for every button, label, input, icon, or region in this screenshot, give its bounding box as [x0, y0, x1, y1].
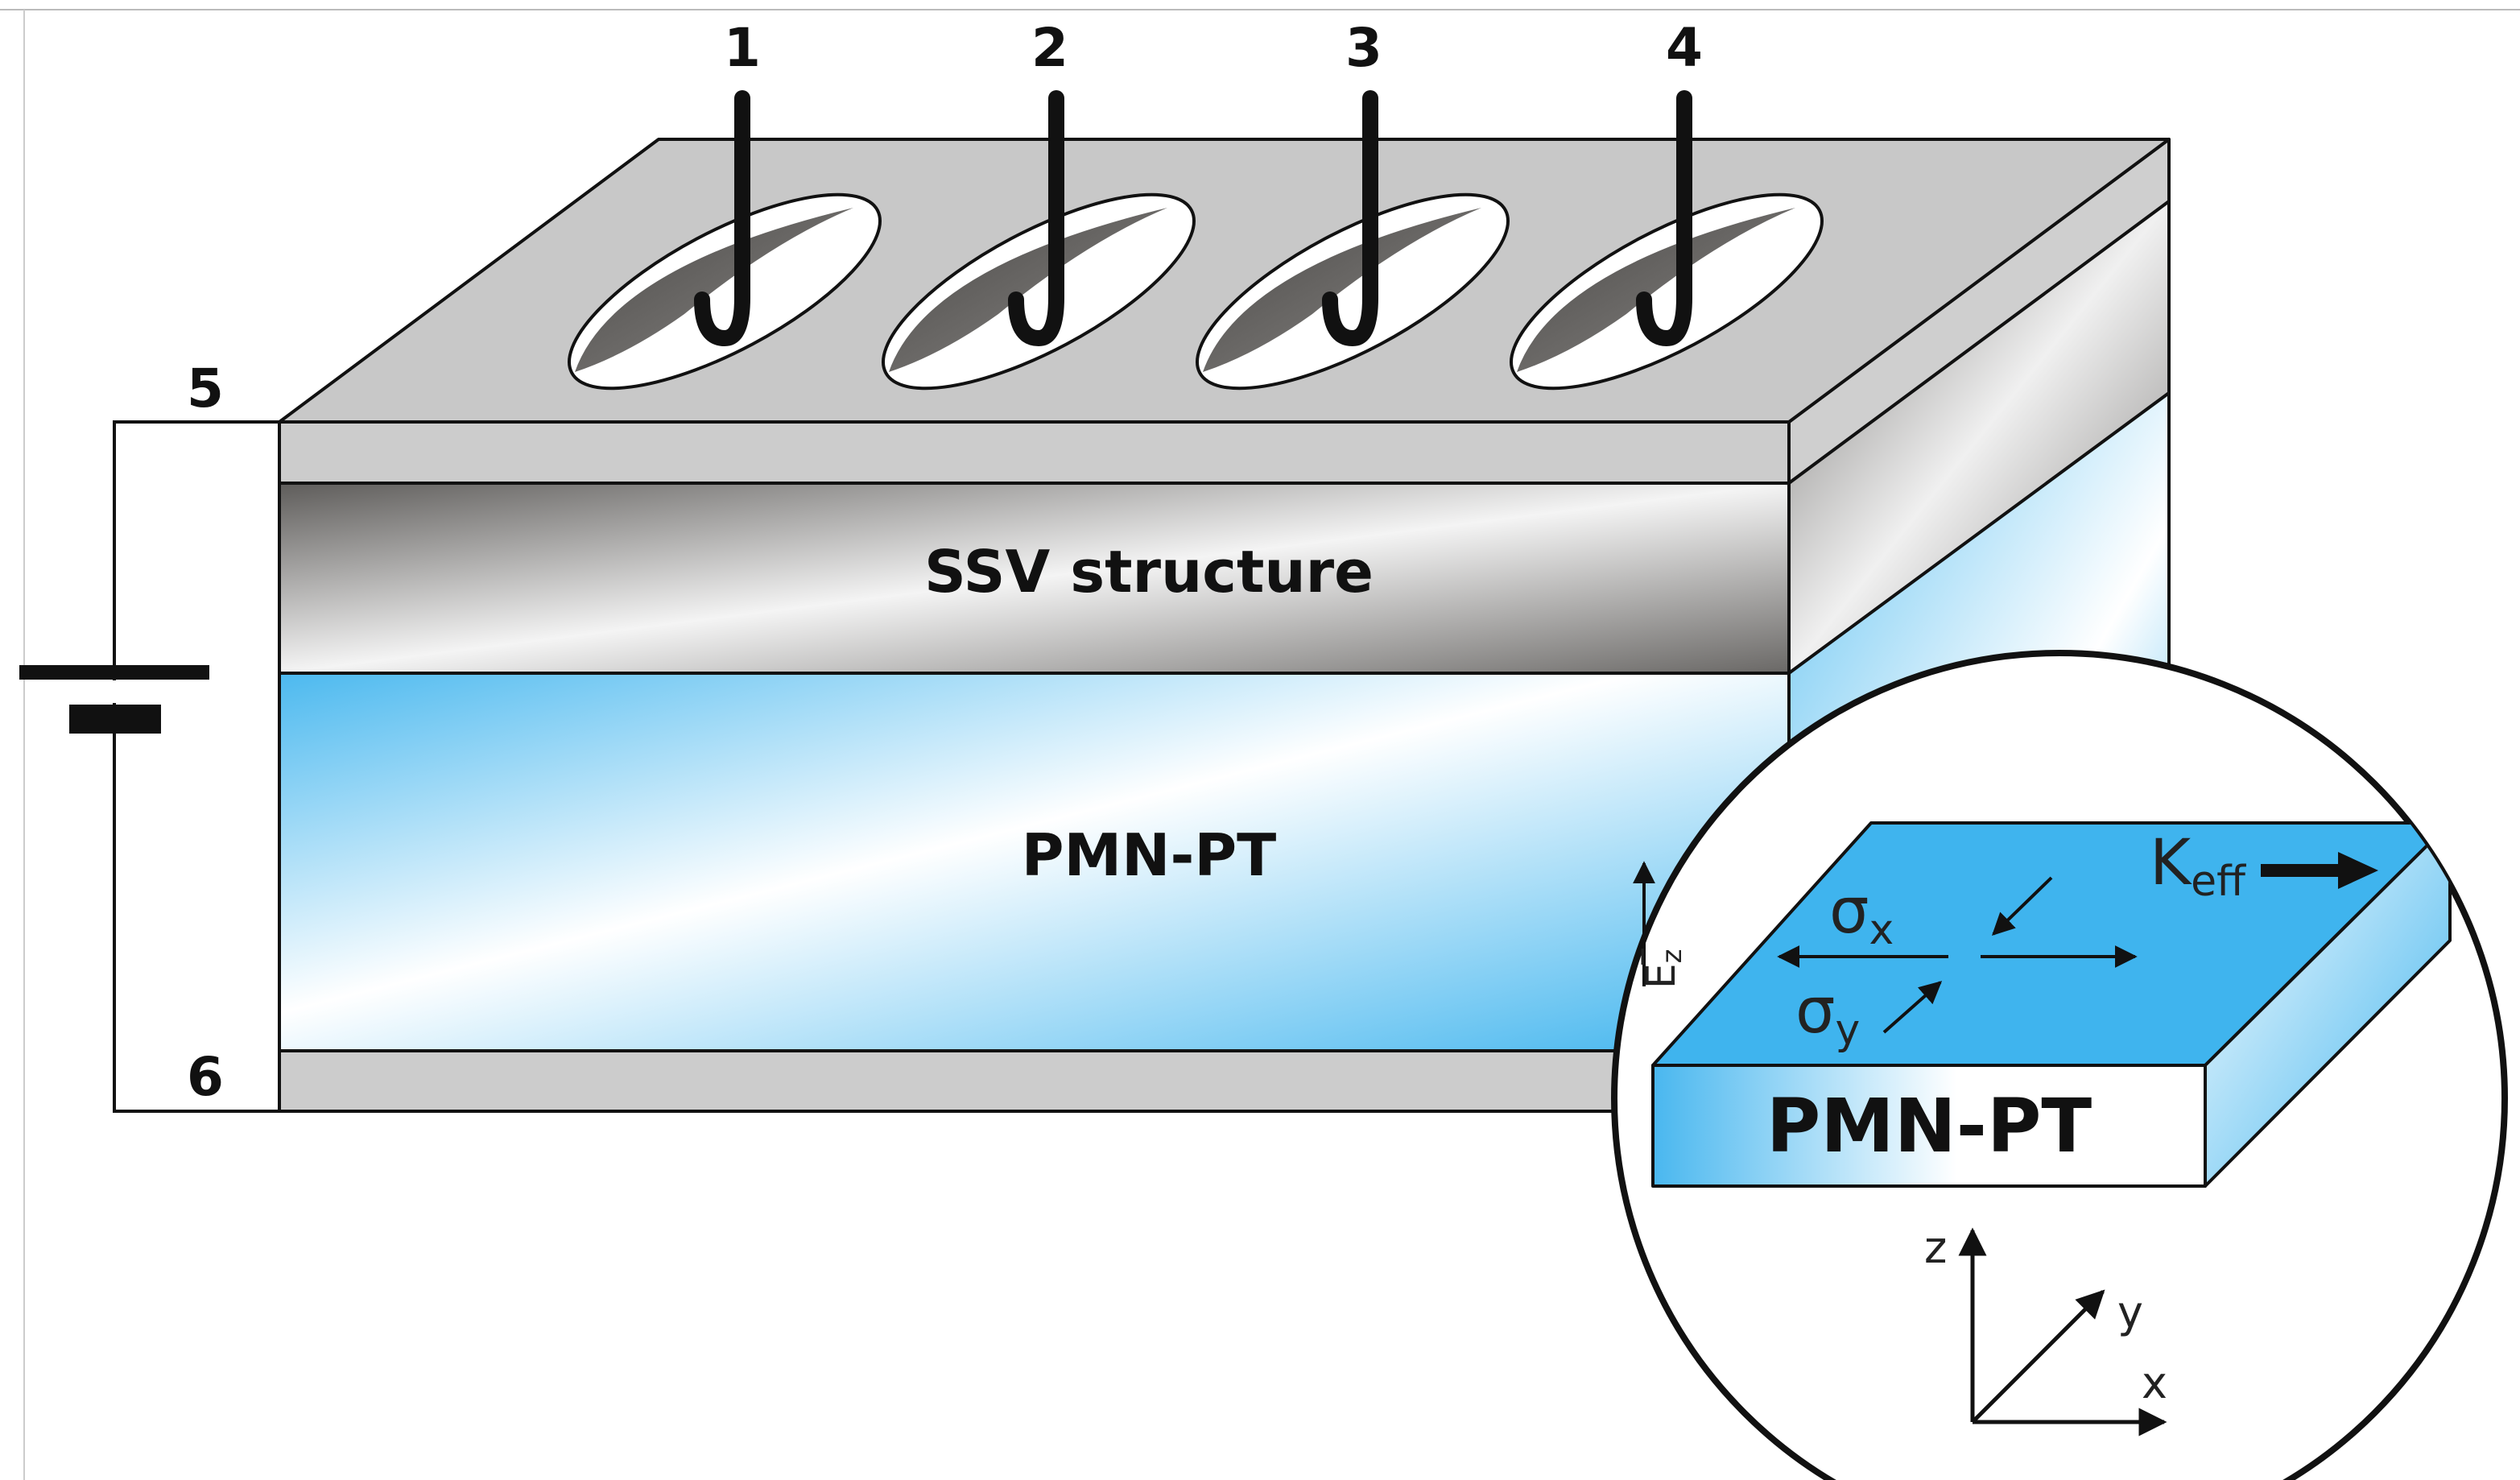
ssv-structure-label: SSV structure [924, 538, 1374, 606]
contact-hole-4 [1510, 192, 1824, 391]
contact-label-4: 4 [1666, 17, 1703, 79]
contact-label-2: 2 [1031, 17, 1068, 79]
k-eff-label: Keff [2150, 827, 2246, 906]
wire-4 [1636, 90, 1692, 347]
stress-arrows [1777, 876, 2138, 1034]
x-axis-label: x [2142, 1358, 2167, 1408]
y-axis [1971, 1289, 2105, 1424]
inset-magnifier: PMN-PT σx σy Keff Ez [1611, 650, 2508, 1480]
voltage-source-circuit [19, 420, 279, 1113]
top-electrode-layer [278, 420, 1791, 485]
wire-3 [1322, 90, 1378, 347]
bottom-electrode-layer [278, 1049, 1791, 1113]
contact-hole-3 [1196, 192, 1510, 391]
sigma-y-label: σy [1795, 975, 1860, 1054]
contact-holes [568, 192, 1824, 391]
inset-pmnpt-label: PMN-PT [1766, 1083, 2092, 1169]
contact-wires [694, 90, 1692, 347]
battery-gap [105, 680, 124, 703]
contact-label-1: 1 [724, 17, 761, 79]
device-block [278, 138, 2171, 1113]
pmnpt-substrate-layer [278, 672, 1791, 1052]
z-axis-label: z [1924, 1222, 1947, 1273]
inset-slab [1651, 821, 2452, 1188]
ssv-structure-layer [278, 482, 1791, 675]
wire-2 [1008, 90, 1064, 347]
inset-slab-front [1651, 1064, 2207, 1188]
sigma-y-arrow-in [1991, 876, 2053, 936]
contact-label-5: 5 [187, 358, 224, 420]
pmnpt-label: PMN-PT [1022, 821, 1276, 889]
sigma-x-label: σx [1829, 875, 1894, 954]
sigma-y-arrow-out [1882, 981, 1943, 1034]
circuit-wire [113, 420, 279, 1113]
contact-label-6: 6 [187, 1046, 224, 1108]
contact-hole-2 [882, 192, 1196, 391]
contact-label-3: 3 [1345, 17, 1382, 79]
k-eff-arrow [2261, 852, 2378, 889]
coordinate-axes [1958, 1227, 2167, 1437]
electric-field-label: Ez [1638, 949, 1688, 989]
wire-1 [694, 90, 750, 347]
contact-hole-1 [568, 192, 882, 391]
y-axis-label: y [2117, 1287, 2143, 1337]
